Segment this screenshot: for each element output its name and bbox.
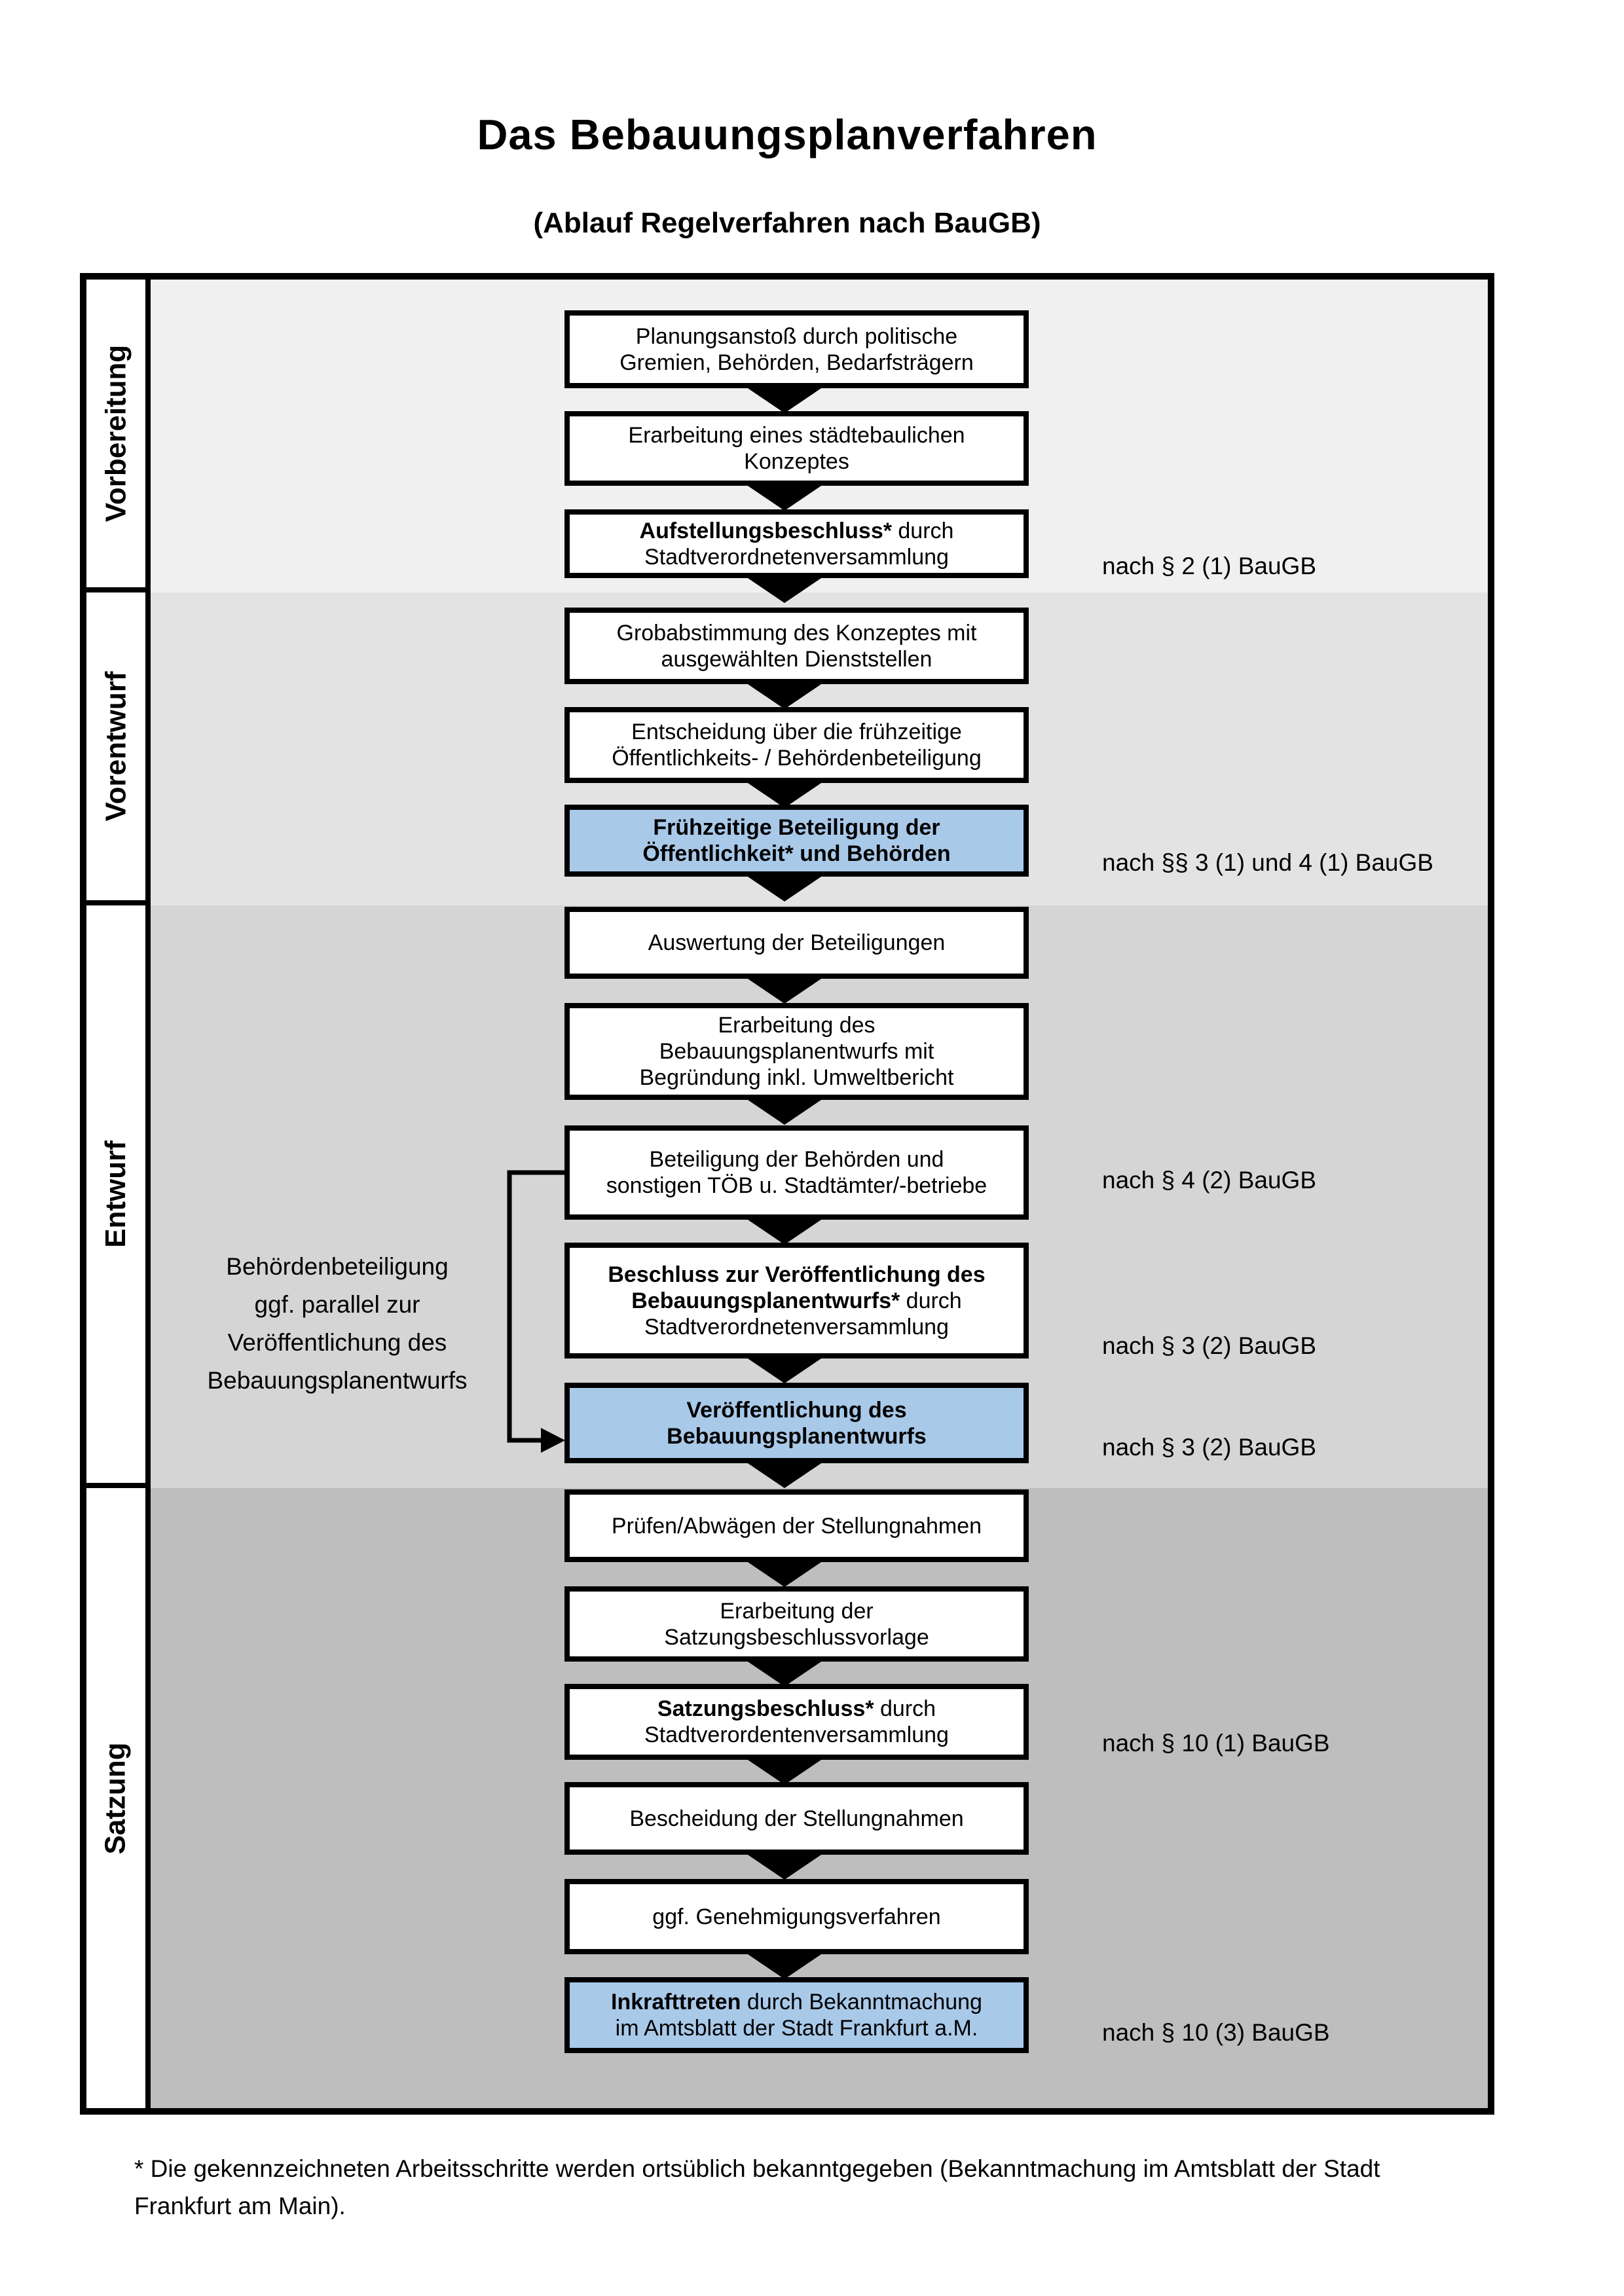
legal-reference: nach §§ 3 (1) und 4 (1) BauGB [1102, 849, 1433, 876]
arrow-down-icon [744, 780, 825, 808]
legal-reference: nach § 3 (2) BauGB [1102, 1434, 1317, 1461]
flow-box-erarbeitung-entwurf: Erarbeitung des Bebauungsplanentwurfs mi… [564, 1003, 1029, 1100]
phase-label-entwurf: Entwurf [86, 905, 151, 1488]
arrow-down-icon [744, 1559, 825, 1587]
flow-box-inkrafttreten: Inkrafttreten durch Bekanntmachung im Am… [564, 1977, 1029, 2053]
legal-reference: nach § 10 (1) BauGB [1102, 1730, 1330, 1757]
legal-reference: nach § 10 (3) BauGB [1102, 2019, 1330, 2046]
arrow-down-icon [744, 1952, 825, 1979]
arrow-down-icon [744, 874, 825, 902]
arrow-down-icon [744, 575, 825, 603]
arrow-down-icon [744, 1852, 825, 1880]
arrow-down-icon [744, 1461, 825, 1488]
flow-box-grobabstimmung: Grobabstimmung des Konzeptes mit ausgewä… [564, 608, 1029, 684]
flow-box-pruefen-abwaegen: Prüfen/Abwägen der Stellungnahmen [564, 1489, 1029, 1562]
flow-box-veroeffentlichung: Veröffentlichung des Bebauungsplanentwur… [564, 1383, 1029, 1463]
arrow-down-icon [744, 1659, 825, 1686]
legal-reference: nach § 4 (2) BauGB [1102, 1167, 1317, 1194]
legal-reference: nach § 2 (1) BauGB [1102, 553, 1317, 579]
flow-box-fruehzeitige-beteiligung: Frühzeitige Beteiligung der Öffentlichke… [564, 805, 1029, 877]
footnote: * Die gekennzeichneten Arbeitsschritte w… [134, 2155, 1380, 2219]
arrow-down-icon [744, 483, 825, 511]
arrow-down-icon [744, 682, 825, 709]
arrow-down-icon [744, 386, 825, 413]
flow-box-satzungsbeschluss: Satzungsbeschluss* durch Stadtverordente… [564, 1684, 1029, 1760]
arrow-down-icon [744, 1356, 825, 1383]
page-title: Das Bebauungsplanverfahren [477, 111, 1098, 158]
arrow-down-icon [744, 976, 825, 1004]
flow-box-entscheidung-beteiligung: Entscheidung über die frühzeitige Öffent… [564, 707, 1029, 783]
flow-box-beteiligung-behoerden: Beteiligung der Behörden und sonstigen T… [564, 1125, 1029, 1220]
phase-label-vorentwurf: Vorentwurf [86, 592, 151, 905]
page-subtitle: (Ablauf Regelverfahren nach BauGB) [533, 207, 1041, 239]
flow-box-satzungsbeschlussvorlage: Erarbeitung der Satzungsbeschlussvorlage [564, 1586, 1029, 1662]
arrow-down-icon [744, 1757, 825, 1785]
flow-box-beschluss-veroeffentlichung: Beschluss zur Veröffentlichung des Bebau… [564, 1243, 1029, 1358]
parallel-connector-arrow-icon [507, 1170, 565, 1453]
side-note-parallel-beteiligung: Behördenbeteiligung ggf. parallel zur Ve… [207, 1253, 468, 1394]
flow-box-aufstellungsbeschluss: Aufstellungsbeschluss* durch Stadtverord… [564, 509, 1029, 578]
flow-box-auswertung: Auswertung der Beteiligungen [564, 907, 1029, 979]
arrow-down-icon [744, 1217, 825, 1245]
flow-box-staedtebauliches-konzept: Erarbeitung eines städtebaulichen Konzep… [564, 411, 1029, 486]
flow-box-bescheidung: Bescheidung der Stellungnahmen [564, 1782, 1029, 1855]
phase-label-satzung: Satzung [86, 1488, 151, 2108]
phase-label-column: Vorbereitung Vorentwurf Entwurf Satzung [86, 280, 151, 2108]
flow-box-planungsanstoss: Planungsanstoß durch politische Gremien,… [564, 310, 1029, 388]
phase-label-vorbereitung: Vorbereitung [86, 280, 151, 592]
arrow-down-icon [744, 1097, 825, 1125]
legal-reference: nach § 3 (2) BauGB [1102, 1332, 1317, 1359]
flow-box-genehmigungsverfahren: ggf. Genehmigungsverfahren [564, 1879, 1029, 1954]
